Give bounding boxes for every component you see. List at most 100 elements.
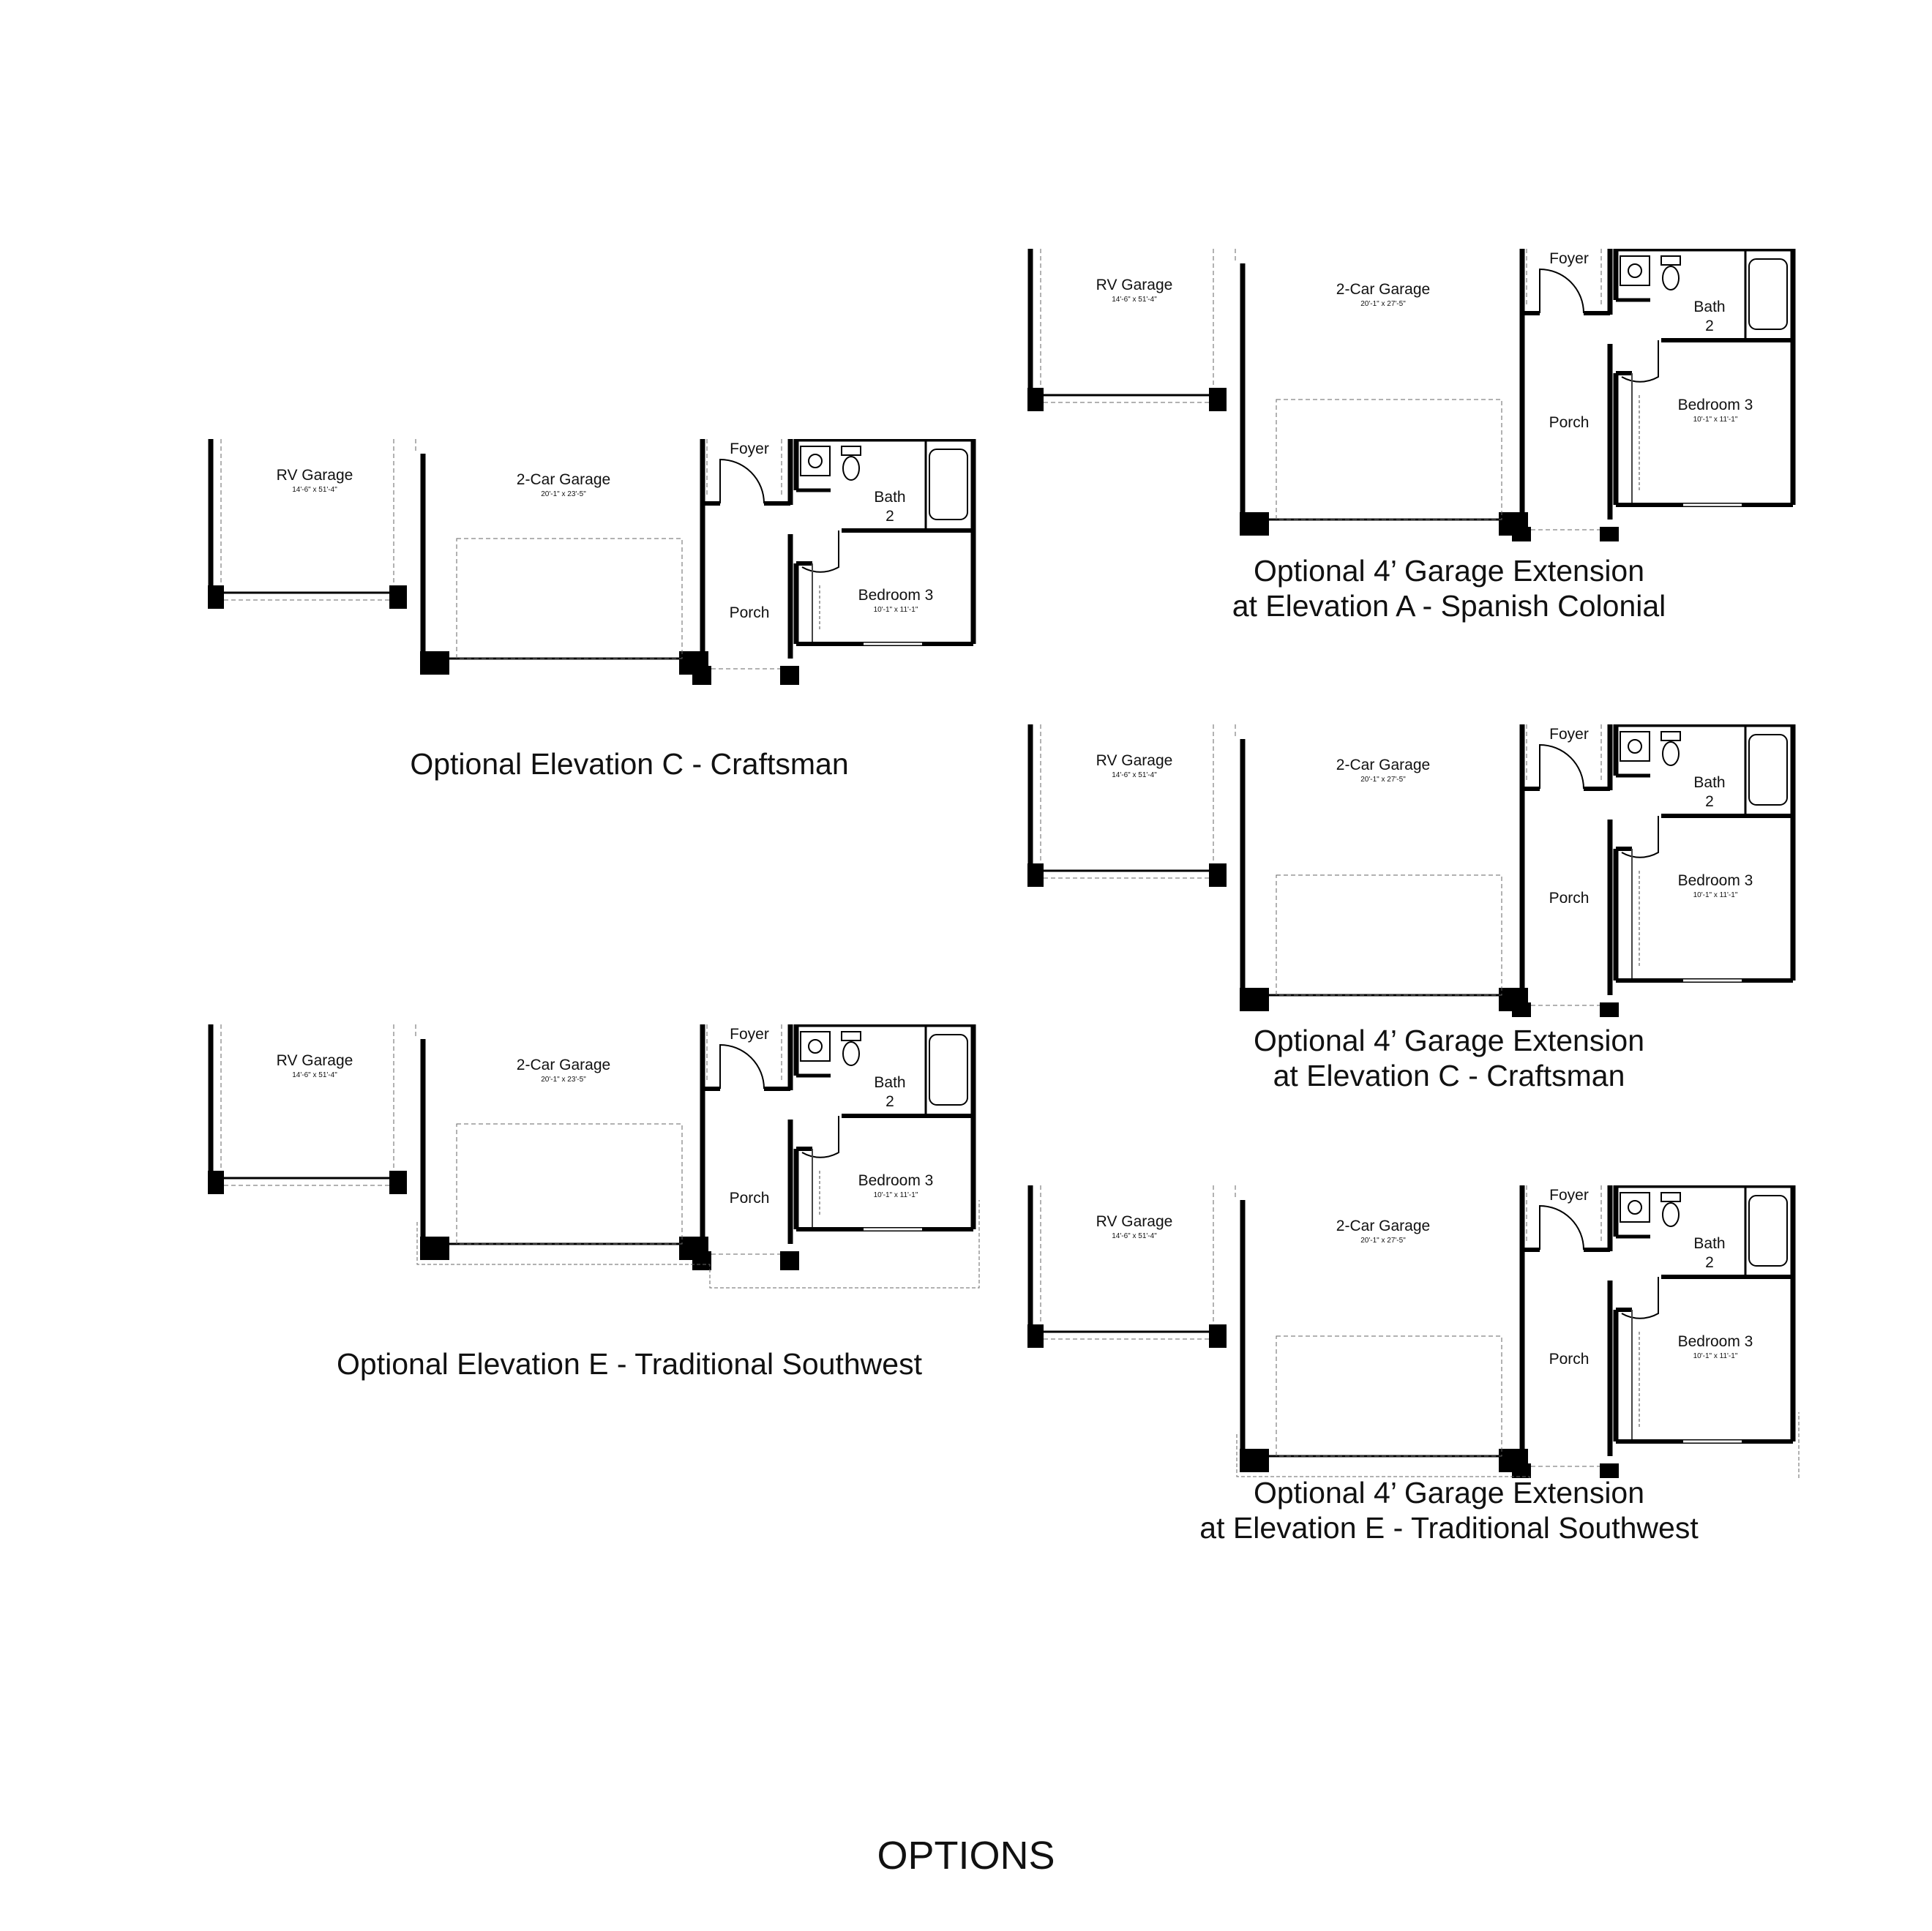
garage-parking-outline [1276, 874, 1502, 996]
porch-right-column [780, 666, 799, 685]
garage-dimensions: 20'-1" x 27'-5" [1360, 776, 1406, 784]
porch-label: Porch [1549, 890, 1590, 907]
bedroom-dimensions: 10'-1" x 11'-1" [1693, 416, 1738, 424]
toilet-tank-icon [1660, 255, 1681, 266]
porch-right-column [1600, 1463, 1619, 1478]
rv-garage-label: RV Garage [1096, 1213, 1173, 1230]
bath-door-swing [801, 530, 839, 573]
rv-garage-label: RV Garage [277, 1052, 353, 1069]
rv-garage-label: RV Garage [1096, 752, 1173, 769]
rv-garage-left-pier [208, 1171, 224, 1194]
page-footer-title: OPTIONS [877, 1834, 1055, 1878]
bath-number: 2 [886, 508, 894, 525]
porch-left-column [692, 1251, 711, 1270]
caption-extension-c-line1: Optional 4’ Garage Extension [1253, 1024, 1645, 1057]
foyer-door-swing [1539, 1204, 1584, 1251]
bath-label: Bath [874, 1074, 905, 1091]
sink-icon [1620, 255, 1650, 286]
rv-garage-dimensions: 14'-6" x 51'-4" [292, 1071, 337, 1079]
foyer-label: Foyer [730, 1026, 769, 1043]
toilet-tank-icon [841, 446, 861, 456]
garage-left-pier [420, 1237, 449, 1260]
garage-left-pier [1240, 1449, 1269, 1472]
caption-elevation-c-text: Optional Elevation C - Craftsman [410, 747, 849, 781]
porch-left-column [1512, 1002, 1531, 1017]
garage-left-pier [1240, 988, 1269, 1011]
foyer-door-swing [1539, 743, 1584, 790]
garage-dimensions: 20'-1" x 23'-5" [541, 1076, 586, 1084]
bedroom-label: Bedroom 3 [858, 1172, 934, 1189]
garage-label: 2-Car Garage [1336, 757, 1430, 773]
plan-extension-elevation-c: RV Garage 14'-6" x 51'-4" 2-Car Garage 20'-… [1025, 724, 1830, 1017]
porch-label: Porch [730, 604, 770, 621]
caption-elevation-c: Optional Elevation C - Craftsman [278, 746, 981, 781]
bedroom-label: Bedroom 3 [1678, 872, 1753, 889]
toilet-icon [842, 1041, 860, 1066]
rv-garage-label: RV Garage [1096, 277, 1173, 293]
sink-icon [800, 446, 831, 476]
porch-left-column [1512, 1463, 1531, 1478]
bathtub-icon [1748, 1195, 1788, 1267]
sink-icon [1620, 1192, 1650, 1223]
caption-elevation-e: Optional Elevation E - Traditional South… [278, 1346, 981, 1381]
bath-label: Bath [1693, 1235, 1725, 1252]
foyer-door-swing [719, 458, 765, 504]
garage-parking-outline [1276, 399, 1502, 520]
caption-extension-elevation-a: Optional 4’ Garage Extension at Elevatio… [1098, 553, 1800, 623]
toilet-tank-icon [1660, 1192, 1681, 1202]
sink-icon [1620, 731, 1650, 762]
rv-garage-label: RV Garage [277, 467, 353, 484]
caption-extension-a-line2: at Elevation A - Spanish Colonial [1232, 589, 1666, 623]
porch-left-column [692, 666, 711, 685]
rv-garage-dimensions: 14'-6" x 51'-4" [1112, 1232, 1157, 1240]
garage-left-pier [1240, 512, 1269, 536]
rv-garage-dimensions: 14'-6" x 51'-4" [1112, 771, 1157, 779]
rv-garage-right-pier [1209, 388, 1227, 411]
porch-label: Porch [1549, 414, 1590, 431]
toilet-icon [1662, 266, 1680, 290]
porch-left-column [1512, 527, 1531, 541]
sink-basin-icon [1628, 739, 1642, 754]
bath-number: 2 [1705, 793, 1714, 810]
toilet-icon [1662, 741, 1680, 766]
bath-number: 2 [886, 1093, 894, 1110]
sink-basin-icon [1628, 1200, 1642, 1215]
foyer-label: Foyer [1549, 726, 1589, 743]
sink-basin-icon [808, 454, 823, 468]
bedroom-label: Bedroom 3 [1678, 1333, 1753, 1350]
rv-garage-right-pier [389, 585, 407, 609]
garage-parking-outline [456, 1123, 683, 1245]
garage-dimensions: 20'-1" x 27'-5" [1360, 300, 1406, 308]
bath-number: 2 [1705, 1254, 1714, 1271]
caption-extension-elevation-e: Optional 4’ Garage Extension at Elevatio… [1098, 1475, 1800, 1545]
garage-parking-outline [1276, 1335, 1502, 1457]
foyer-label: Foyer [730, 440, 769, 457]
bedroom-dimensions: 10'-1" x 11'-1" [874, 1191, 918, 1199]
garage-parking-outline [456, 538, 683, 659]
sink-icon [800, 1031, 831, 1062]
rv-garage-dimensions: 14'-6" x 51'-4" [1112, 296, 1157, 304]
bath-door-swing [1621, 816, 1659, 858]
caption-extension-a-line1: Optional 4’ Garage Extension [1253, 554, 1645, 588]
garage-dimensions: 20'-1" x 23'-5" [541, 490, 586, 498]
bathtub-icon [929, 1034, 968, 1106]
caption-extension-e-line1: Optional 4’ Garage Extension [1253, 1476, 1645, 1510]
bath-number: 2 [1705, 318, 1714, 334]
sink-basin-icon [1628, 263, 1642, 278]
stone-veneer-outline [1236, 1412, 1800, 1478]
porch-right-column [1600, 1002, 1619, 1017]
rv-garage-right-pier [1209, 1324, 1227, 1348]
sink-basin-icon [808, 1039, 823, 1054]
foyer-label: Foyer [1549, 1187, 1589, 1204]
bathtub-icon [1748, 734, 1788, 806]
porch-label: Porch [1549, 1351, 1590, 1368]
toilet-tank-icon [1660, 731, 1681, 741]
porch-right-column [1600, 527, 1619, 541]
